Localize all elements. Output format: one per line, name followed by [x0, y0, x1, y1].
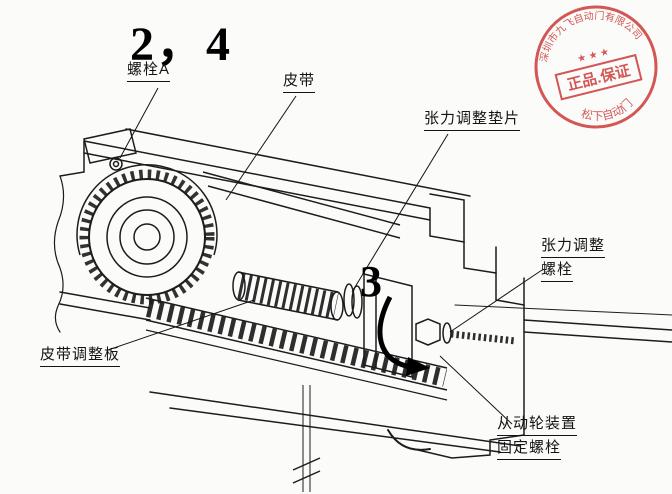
- washer-stack: [343, 283, 363, 319]
- stamp-svg: 深圳市九飞自动门有限公司 ★ ★ ★ 正品.保证 松下自动门: [529, 0, 658, 129]
- label-tension-washer: 张力调整垫片: [424, 110, 521, 131]
- leader-lines: [107, 87, 543, 425]
- label-tension-bolt-line1: 张力调整: [541, 237, 606, 258]
- label-tension-bolt-line2: 螺栓: [541, 261, 574, 282]
- adjust-bracket: [363, 273, 413, 378]
- housing-outline: [53, 128, 672, 459]
- centerline: [292, 385, 321, 492]
- label-driven-wheel-line1: 从动轮装置: [497, 415, 578, 436]
- step3-arrow: [377, 295, 430, 376]
- stamp-center-box: [554, 53, 643, 101]
- label-belt: 皮带: [283, 72, 316, 93]
- stamp-brand-arc-text: 松下自动门: [577, 94, 638, 128]
- toothed-rack: [145, 297, 448, 401]
- label-bolt-a: 螺栓A: [127, 61, 171, 82]
- step-number-3: 3: [360, 257, 382, 306]
- label-driven-wheel-line2: 固定螺栓: [497, 439, 562, 460]
- belt-runs: [202, 171, 401, 239]
- label-belt-plate: 皮带调整板: [40, 346, 121, 367]
- stamp-outer-ring: [534, 5, 658, 129]
- pulley-assembly: [76, 163, 218, 305]
- tension-bolt-assembly: [415, 318, 517, 346]
- step-number-2-4: 2，4: [130, 18, 233, 71]
- bolt-a-detail: [83, 128, 137, 171]
- tension-spring: [232, 271, 344, 321]
- certification-stamp: 深圳市九飞自动门有限公司 ★ ★ ★ 正品.保证 松下自动门: [520, 0, 672, 142]
